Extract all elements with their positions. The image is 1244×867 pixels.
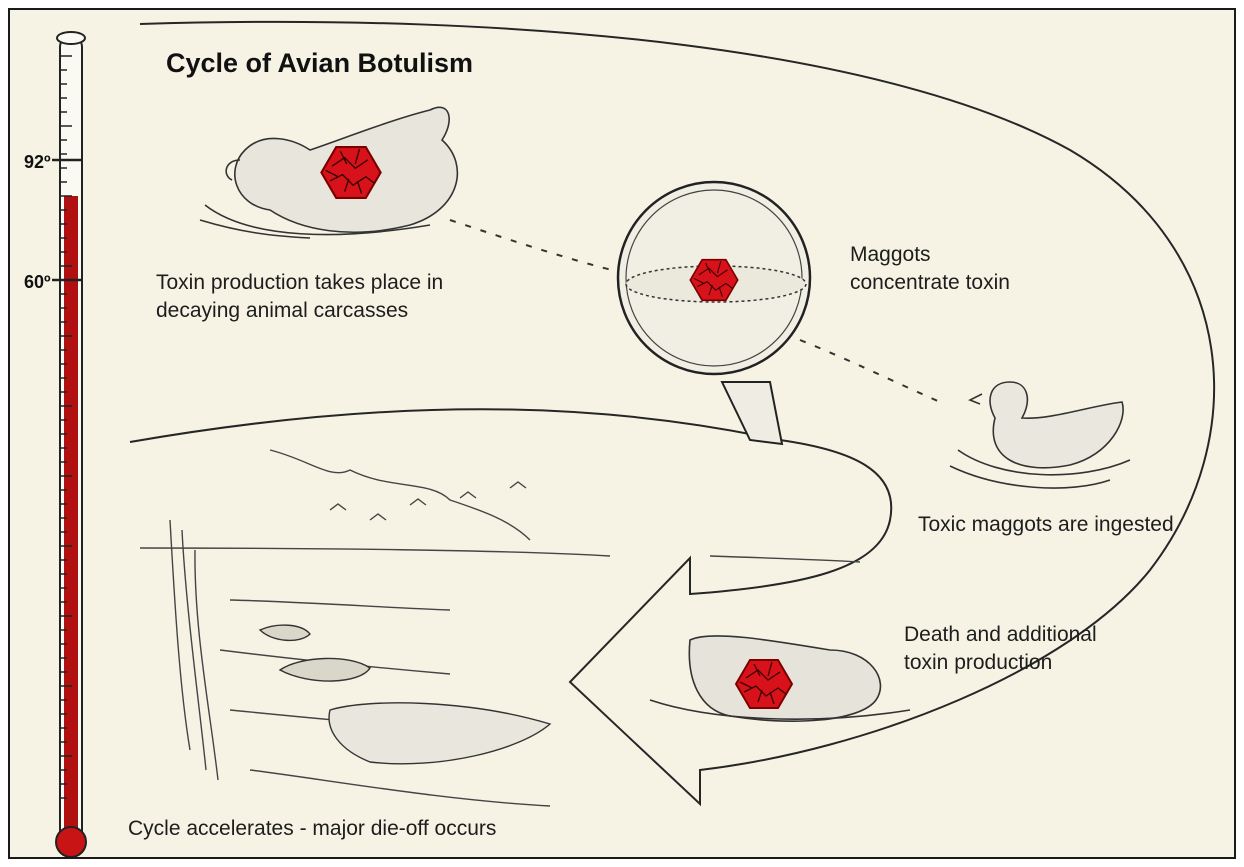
- toxin-production-line2: decaying animal carcasses: [156, 298, 408, 324]
- temp-mark-92: 92º: [24, 152, 51, 173]
- swimming-duck: [950, 382, 1130, 488]
- ingested-label: Toxic maggots are ingested: [918, 512, 1174, 538]
- cycle-illustration: [10, 10, 1236, 859]
- maggots-label-line2: concentrate toxin: [850, 270, 1010, 296]
- magnifying-glass-icon: [618, 182, 810, 444]
- page-title: Cycle of Avian Botulism: [166, 48, 473, 79]
- diagram-frame: Cycle of Avian Botulism 92º 60º Toxin pr…: [8, 8, 1236, 859]
- maggots-label-line1: Maggots: [850, 242, 931, 268]
- cycle-arrow: [130, 22, 1214, 804]
- temp-mark-60: 60º: [24, 272, 51, 293]
- death-label-line2: toxin production: [904, 650, 1052, 676]
- dead-birds-shore: [260, 625, 550, 764]
- death-label-line1: Death and additional: [904, 622, 1097, 648]
- marsh-landscape: [140, 450, 860, 806]
- toxin-production-line1: Toxin production takes place in: [156, 270, 443, 296]
- die-off-label: Cycle accelerates - major die-off occurs: [128, 816, 496, 842]
- thermometer: [52, 32, 86, 857]
